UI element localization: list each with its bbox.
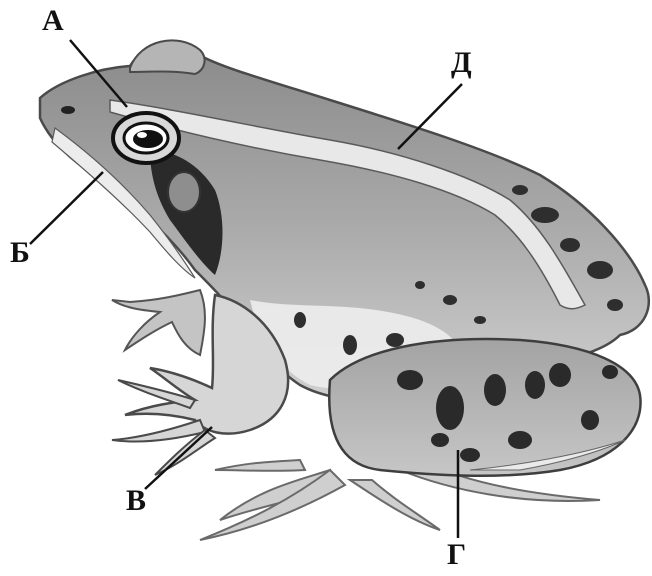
eye xyxy=(113,113,179,163)
label-g: Г xyxy=(447,540,466,570)
label-a: А xyxy=(42,6,64,36)
label-d: Д xyxy=(451,48,472,78)
eye-bump xyxy=(130,40,205,74)
label-b: Б xyxy=(10,238,30,268)
back-forelimb xyxy=(112,290,205,355)
nostril xyxy=(61,106,75,114)
label-v: В xyxy=(126,486,146,516)
leader-line-b xyxy=(30,172,103,244)
tympanum xyxy=(168,172,200,212)
thigh xyxy=(329,339,640,476)
